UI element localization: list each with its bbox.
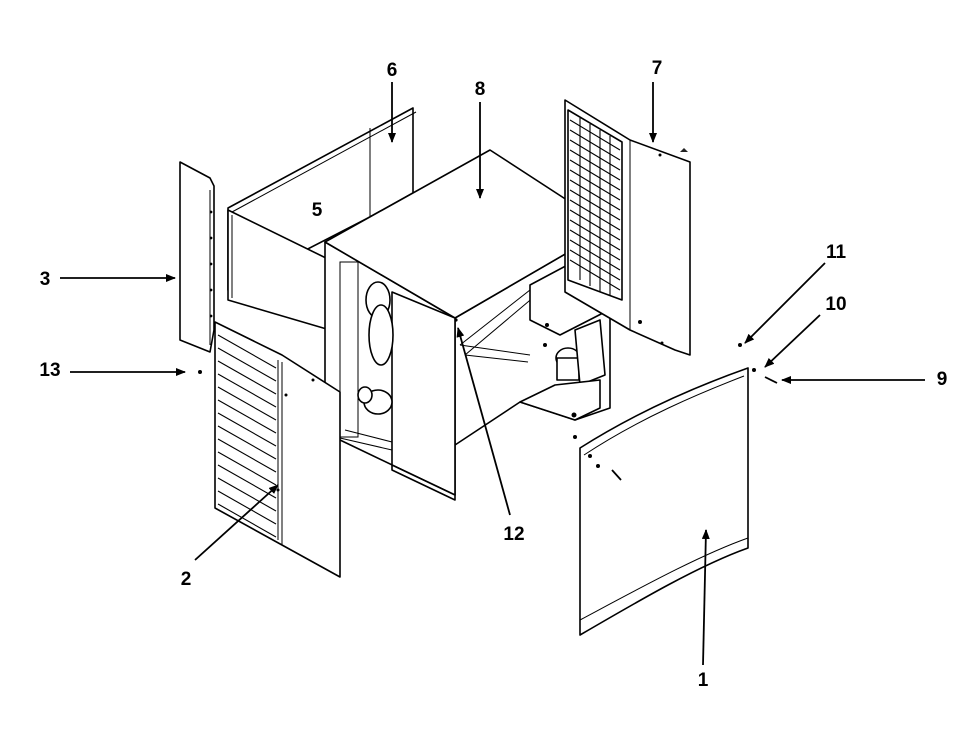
callout-2: 2 [181, 569, 192, 590]
leader-10 [764, 314, 821, 368]
callout-labels: 1 2 3 5 6 7 8 9 10 11 12 13 [39, 58, 947, 691]
louver-slats-right [569, 118, 621, 296]
leader-11 [744, 262, 826, 344]
leader-12 [456, 327, 511, 516]
callout-1: 1 [698, 670, 709, 691]
callout-11: 11 [826, 242, 847, 263]
callout-3: 3 [40, 269, 51, 290]
callout-6: 6 [387, 60, 398, 81]
part-front-panel [198, 343, 778, 636]
callout-12: 12 [503, 524, 524, 545]
callout-13: 13 [39, 360, 60, 381]
leader-2 [194, 484, 279, 561]
leader-1 [701, 529, 710, 666]
louver-slats-left [217, 334, 277, 538]
part-right-louvered-panel [564, 99, 691, 356]
callout-9: 9 [937, 369, 948, 390]
callout-8: 8 [475, 79, 486, 100]
part-left-louvered-panel [214, 321, 341, 578]
callout-7: 7 [652, 58, 663, 79]
leader-lines [60, 82, 925, 666]
callout-10: 10 [825, 294, 846, 315]
callout-5: 5 [312, 200, 323, 221]
part-left-side-panel [179, 161, 215, 353]
